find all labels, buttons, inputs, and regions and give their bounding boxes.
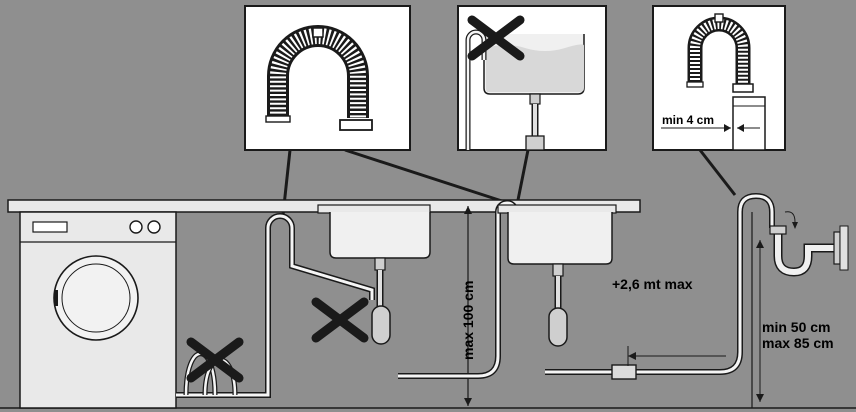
max-height-label: max 100 cm bbox=[460, 281, 476, 360]
max-height-standpipe-label: max 85 cm bbox=[762, 335, 834, 351]
control-knob bbox=[147, 220, 161, 234]
kitchen-sink-left bbox=[316, 204, 431, 345]
forbidden-icon bbox=[316, 302, 364, 338]
standpipe-height-dimension bbox=[756, 240, 764, 402]
inset-basin-wrong bbox=[457, 5, 607, 151]
kitchen-sink-right bbox=[497, 204, 617, 347]
washing-machine bbox=[19, 211, 177, 409]
min-height-label: min 50 cm bbox=[762, 319, 830, 335]
detergent-drawer bbox=[32, 221, 68, 233]
max-height-dimension: max 100 cm bbox=[460, 206, 476, 406]
drain-hose-trap-wrong bbox=[289, 246, 375, 300]
siphon-trap-icon bbox=[371, 305, 391, 345]
machine-door bbox=[53, 255, 139, 341]
inset-standpipe-gap: min 4 cm bbox=[652, 5, 786, 151]
siphon-trap-icon bbox=[548, 307, 568, 347]
extension-label: +2,6 mt max bbox=[612, 276, 693, 292]
inset-hose-detail bbox=[244, 5, 411, 151]
min-gap-label: min 4 cm bbox=[662, 113, 714, 127]
hose-coupling bbox=[611, 364, 637, 380]
drain-hose-floor bbox=[176, 213, 295, 398]
extension-length-dimension bbox=[627, 346, 726, 366]
standpipe-icon bbox=[732, 96, 766, 151]
drain-standpipe-setup bbox=[545, 192, 849, 408]
control-knob bbox=[129, 220, 143, 234]
